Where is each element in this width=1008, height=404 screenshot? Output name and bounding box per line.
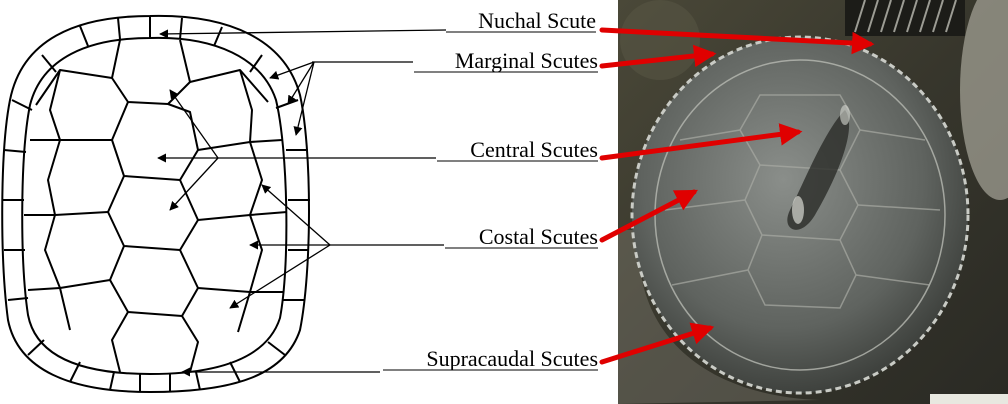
costal-leader-3 — [230, 245, 330, 308]
label-supracaudal: Supracaudal Scutes — [426, 346, 598, 371]
label-central: Central Scutes — [470, 137, 598, 162]
marginal-dividers — [3, 16, 310, 392]
central-leader-3 — [170, 158, 218, 210]
carapace-drawing — [2, 16, 310, 392]
nuchal-leader — [160, 30, 446, 34]
labels: Nuchal Scute Marginal Scutes Central Scu… — [383, 8, 598, 371]
central-scutes — [108, 40, 198, 372]
label-marginal: Marginal Scutes — [455, 48, 598, 73]
label-costal: Costal Scutes — [479, 224, 598, 249]
central-leader-2 — [170, 90, 218, 158]
costal-dividers — [24, 70, 287, 332]
costal-leader-2 — [262, 185, 330, 245]
marginal-ring — [22, 38, 286, 374]
label-nuchal: Nuchal Scute — [478, 8, 596, 33]
